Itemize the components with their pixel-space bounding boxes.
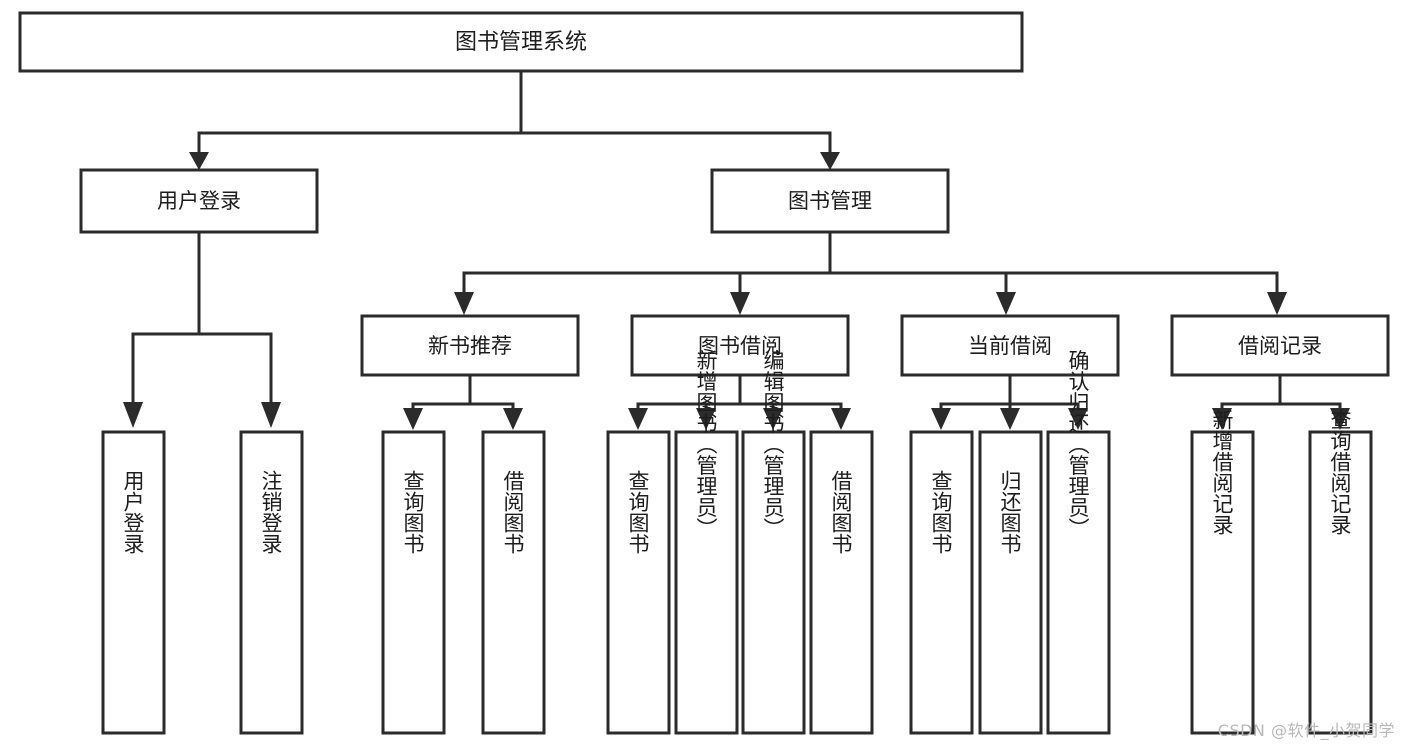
arrow-record-leaf-1-icon: [1212, 408, 1232, 430]
node-new-book-recommend[interactable]: 新书推荐: [360, 314, 580, 377]
node-new-book-recommend-label: 新书推荐: [428, 334, 512, 358]
node-root-label: 图书管理系统: [455, 30, 587, 55]
arrow-userlogin-leaf-1-icon: [123, 402, 143, 428]
leaf-borrow-record-1-label: 新增借阅记录: [1210, 409, 1234, 535]
leaf-book-borrow-2[interactable]: 新增图书（管理员）: [674, 350, 739, 735]
node-current-borrow[interactable]: 当前借阅: [900, 314, 1120, 377]
leaf-new-book-2[interactable]: 借阅图书: [481, 430, 546, 735]
arrow-current-leaf-3-icon: [1068, 408, 1088, 430]
leaf-borrow-record-2-label: 查询借阅记录: [1328, 409, 1352, 535]
leaf-current-borrow-1-label: 查询图书: [929, 470, 953, 554]
arrow-root-to-book-mgmt-icon: [820, 152, 840, 170]
leaf-book-borrow-2-box[interactable]: [674, 430, 739, 735]
arrow-root-to-user-login-icon: [189, 152, 209, 170]
leaf-current-borrow-1[interactable]: 查询图书: [909, 430, 974, 735]
leaf-borrow-record-2[interactable]: 查询借阅记录: [1308, 409, 1373, 735]
leaf-user-login-2-box[interactable]: [239, 430, 304, 735]
node-book-borrow-label: 图书借阅: [698, 334, 782, 358]
leaf-book-borrow-4-box[interactable]: [809, 430, 874, 735]
leaf-borrow-record-1-box[interactable]: [1190, 430, 1255, 735]
leaf-current-borrow-2-label: 归还图书: [998, 470, 1022, 554]
leaf-current-borrow-3-box[interactable]: [1046, 430, 1111, 735]
arrow-userlogin-leaf-2-icon: [261, 402, 281, 428]
node-borrow-record[interactable]: 借阅记录: [1170, 314, 1390, 377]
leaf-book-borrow-4-label: 借阅图书: [829, 470, 853, 554]
arrow-bookmgmt-child-2-icon: [730, 292, 750, 315]
node-current-borrow-box[interactable]: [900, 314, 1120, 377]
arrow-current-leaf-1-icon: [931, 408, 951, 430]
leaf-new-book-2-box[interactable]: [481, 430, 546, 735]
leaf-new-book-2-label: 借阅图书: [501, 470, 525, 554]
leaf-book-borrow-2-label: 新增图书（管理员）: [694, 350, 718, 539]
arrow-bookmgmt-child-3-icon: [996, 292, 1016, 315]
leaf-current-borrow-2-box[interactable]: [978, 430, 1043, 735]
leaf-book-borrow-3-box[interactable]: [741, 430, 806, 735]
arrow-borrow-leaf-3-icon: [763, 408, 783, 430]
leaf-new-book-1-label: 查询图书: [401, 470, 425, 554]
arrow-bookmgmt-child-1-icon: [454, 292, 474, 315]
leaf-current-borrow-1-box[interactable]: [909, 430, 974, 735]
arrow-borrow-leaf-2-icon: [696, 408, 716, 430]
node-user-login-box[interactable]: [79, 168, 319, 234]
arrow-borrow-leaf-1-icon: [628, 408, 648, 430]
arrow-borrow-leaf-4-icon: [831, 408, 851, 430]
leaf-user-login-1-label: 用户登录: [121, 470, 145, 554]
leaf-book-borrow-4[interactable]: 借阅图书: [809, 430, 874, 735]
leaf-book-borrow-3-label: 编辑图书（管理员）: [761, 350, 785, 539]
leaf-book-borrow-3[interactable]: 编辑图书（管理员）: [741, 350, 806, 735]
leaf-book-borrow-1[interactable]: 查询图书: [606, 430, 671, 735]
node-book-management-box[interactable]: [710, 168, 950, 234]
node-root[interactable]: 图书管理系统: [18, 11, 1024, 73]
leaf-book-borrow-1-label: 查询图书: [626, 470, 650, 554]
leaf-user-login-2[interactable]: 注销登录: [239, 430, 304, 735]
node-new-book-recommend-box[interactable]: [360, 314, 580, 377]
arrow-newbook-leaf-2-icon: [503, 408, 523, 430]
leaf-borrow-record-1[interactable]: 新增借阅记录: [1190, 409, 1255, 735]
node-book-borrow[interactable]: 图书借阅: [630, 314, 850, 377]
leaf-book-borrow-1-box[interactable]: [606, 430, 671, 735]
arrow-record-leaf-2-icon: [1330, 408, 1350, 430]
leaf-current-borrow-3-label: 确认归还（管理员）: [1066, 350, 1090, 539]
arrow-newbook-leaf-1-icon: [403, 408, 423, 430]
node-borrow-record-label: 借阅记录: [1238, 334, 1322, 358]
node-book-management[interactable]: 图书管理: [710, 168, 950, 234]
connector-group: [123, 69, 1350, 430]
leaf-user-login-2-label: 注销登录: [259, 470, 283, 554]
leaf-new-book-1-box[interactable]: [381, 430, 446, 735]
node-root-box[interactable]: [18, 11, 1024, 73]
node-book-management-label: 图书管理: [788, 189, 872, 213]
leaf-user-login-1[interactable]: 用户登录: [101, 430, 166, 735]
leaf-current-borrow-2[interactable]: 归还图书: [978, 430, 1043, 735]
leaf-new-book-1[interactable]: 查询图书: [381, 430, 446, 735]
leaf-borrow-record-2-box[interactable]: [1308, 430, 1373, 735]
node-user-login[interactable]: 用户登录: [79, 168, 319, 234]
node-current-borrow-label: 当前借阅: [968, 334, 1052, 358]
node-borrow-record-box[interactable]: [1170, 314, 1390, 377]
arrow-current-leaf-2-icon: [1000, 408, 1020, 430]
arrow-bookmgmt-child-4-icon: [1267, 292, 1287, 315]
leaf-current-borrow-3[interactable]: 确认归还（管理员）: [1046, 350, 1111, 735]
node-user-login-label: 用户登录: [157, 189, 241, 213]
node-book-borrow-box[interactable]: [630, 314, 850, 377]
leaf-user-login-1-box[interactable]: [101, 430, 166, 735]
